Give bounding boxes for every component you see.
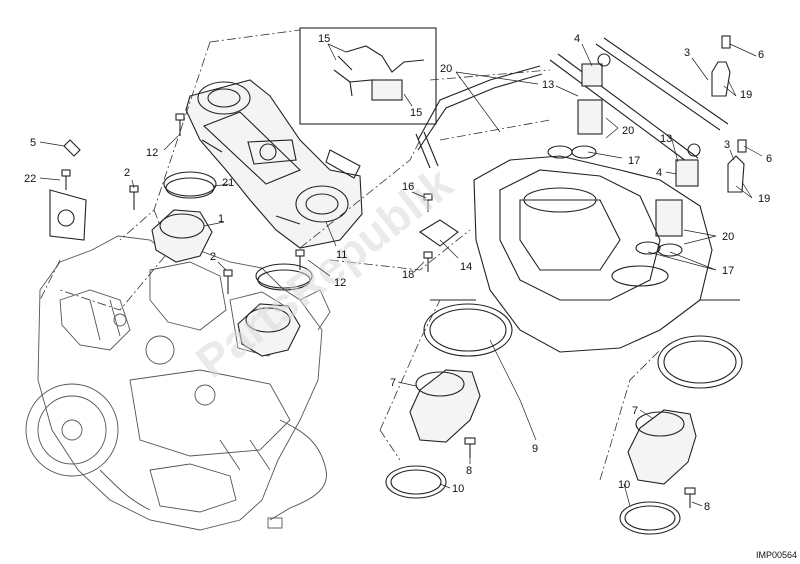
callout-20: 20 <box>622 125 634 137</box>
callout-6: 6 <box>766 153 772 165</box>
detail-box-hoses <box>299 27 437 125</box>
small-bolts <box>61 113 305 294</box>
intake-manifold-front <box>151 209 213 263</box>
hose-clamp-upper <box>163 171 217 197</box>
injector-lower <box>675 159 699 187</box>
gasket-ring-right <box>657 335 743 389</box>
pressure-sensors <box>711 35 747 193</box>
callout-7: 7 <box>632 405 638 417</box>
callout-17: 17 <box>722 265 734 277</box>
callout-4: 4 <box>574 33 580 45</box>
seal-ring-left <box>385 465 447 499</box>
callout-12: 12 <box>146 147 158 159</box>
callout-4: 4 <box>656 167 662 179</box>
callout-8: 8 <box>704 501 710 513</box>
callout-3: 3 <box>684 47 690 59</box>
callout-21: 21 <box>222 177 234 189</box>
hose-upper <box>345 45 425 73</box>
callout-1: 1 <box>218 213 224 225</box>
idle-actuator <box>371 79 403 101</box>
callout-16: 16 <box>402 181 414 193</box>
intake-manifold-rear <box>237 303 301 357</box>
callout-20: 20 <box>722 231 734 243</box>
fuel-hose <box>417 65 543 151</box>
callout-17: 17 <box>628 155 640 167</box>
seal-ring-right <box>619 501 681 535</box>
fuel-rail-assembly <box>549 37 729 237</box>
gasket-ring-left <box>423 303 513 357</box>
leader-lines <box>39 43 763 507</box>
throttle-body-assembly <box>185 79 363 249</box>
callout-2: 2 <box>124 167 130 179</box>
callout-labels: 15 15 12 5 22 2 21 1 2 11 12 20 4 13 20 … <box>24 33 772 513</box>
velocity-stack-left <box>409 369 481 443</box>
callout-14: 14 <box>460 261 472 273</box>
callout-12: 12 <box>334 277 346 289</box>
gasket-plate <box>49 189 87 241</box>
callout-15: 15 <box>410 107 422 119</box>
injector-holder-lower <box>655 199 683 237</box>
reference-code: IMP00564 <box>756 550 797 560</box>
injector-upper <box>581 63 603 87</box>
callout-6: 6 <box>758 49 764 61</box>
callout-9: 9 <box>532 443 538 455</box>
callout-19: 19 <box>758 193 770 205</box>
injector-holder-upper <box>577 99 603 135</box>
callout-11: 11 <box>336 249 347 261</box>
callout-13: 13 <box>542 79 554 91</box>
callout-19: 19 <box>740 89 752 101</box>
callout-15: 15 <box>318 33 330 45</box>
callout-5: 5 <box>30 137 36 149</box>
velocity-stack-right <box>627 409 697 485</box>
callout-8: 8 <box>466 465 472 477</box>
spring-clip <box>418 219 459 247</box>
callout-10: 10 <box>618 479 630 491</box>
callout-10: 10 <box>452 483 464 495</box>
callout-22: 22 <box>24 173 36 185</box>
callout-7: 7 <box>390 377 396 389</box>
engine-block <box>25 235 331 531</box>
callout-20: 20 <box>440 63 452 75</box>
hose-clamp-lower <box>255 263 313 289</box>
callout-13: 13 <box>660 133 672 145</box>
callout-2: 2 <box>210 251 216 263</box>
callout-18: 18 <box>402 269 414 281</box>
callout-3: 3 <box>724 139 730 151</box>
